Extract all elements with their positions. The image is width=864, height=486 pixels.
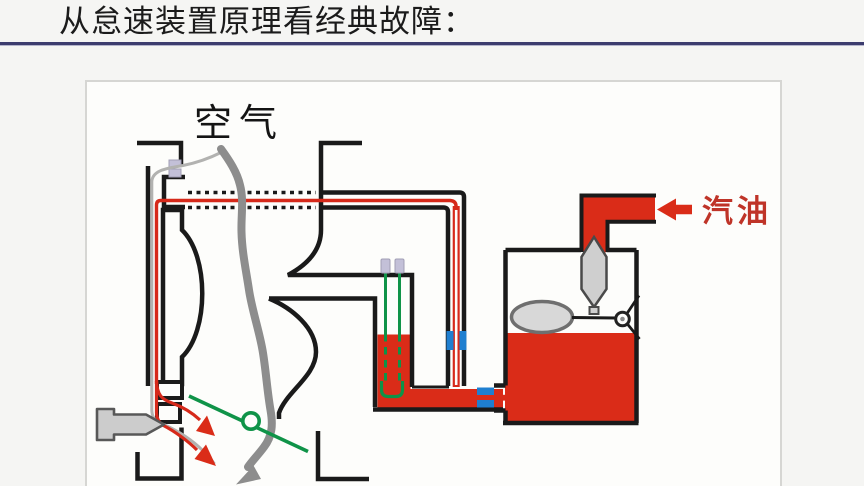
idle-bypass-port [155, 402, 182, 424]
outlet-jet-fuel [494, 394, 507, 401]
throttle-valve [188, 394, 309, 454]
inlet-pipe-outline-top [579, 193, 656, 252]
throttle-body-right-wall [315, 431, 369, 482]
air-flow-path [217, 145, 276, 471]
slide-title: 从怠速装置原理看经典故障： [59, 4, 475, 39]
title-rule [0, 42, 864, 45]
jets [446, 331, 494, 408]
float-chamber-walls [503, 247, 639, 426]
idle-passage-inner-wall [323, 205, 451, 386]
float-chamber-left-wall [494, 250, 508, 423]
idle-fuel-line-main [154, 198, 458, 384]
fuel-arrow-icon [657, 198, 692, 221]
discharge-arrow-lower-head [194, 444, 216, 466]
idle-ports [155, 380, 184, 424]
venturi-left-wall [160, 207, 205, 387]
discharge-arrow-upper-head [196, 415, 215, 436]
title-rule-highlight [0, 45, 864, 46]
inlet-pipe-outline-bottom [605, 219, 656, 252]
venturi-right-lower-wall [268, 296, 319, 419]
air-flow-arrowhead [236, 465, 261, 485]
float-pivot-pin [620, 316, 625, 322]
discharge-arrow-upper-path [154, 380, 202, 422]
throttle-body-left-wall [135, 427, 184, 481]
pivot-bracket [625, 294, 641, 340]
idle-tube [379, 258, 405, 399]
idle-fuel-line [154, 198, 460, 387]
air-horn-right-wall [286, 140, 415, 387]
idle-tube-cap-left [380, 258, 391, 274]
well-fuel [377, 334, 503, 408]
throttle-shaft [241, 410, 262, 431]
outlet-jet-upper [477, 387, 494, 395]
idle-mixture-screw [95, 407, 166, 442]
main-jet-left [446, 331, 454, 350]
outlet-jet-lower [477, 400, 494, 408]
nozzle-channel-lower-wall [269, 296, 378, 407]
carburetor-body-walls [135, 140, 503, 482]
float-chamber [494, 193, 656, 426]
idle-tube-cap-right [394, 258, 405, 274]
idle-passage-outer-wall [323, 190, 467, 386]
air-bleed-connector-lower [168, 168, 182, 178]
float-arm [571, 316, 617, 320]
float-chamber-fuel [505, 333, 636, 423]
fuel-label: 汽油 [702, 194, 772, 229]
fuel-inlet-pipe [583, 197, 655, 253]
fuel-pools [377, 333, 636, 423]
air-flow [217, 145, 276, 485]
needle-valve-tip [588, 306, 600, 315]
main-jet-right [459, 331, 467, 350]
idle-tube-bottom [379, 381, 405, 399]
fuel-inlet-annotation: 汽油 [657, 194, 772, 229]
air-horn-left-flange [137, 140, 184, 166]
float [509, 299, 575, 335]
air-label: 空气 [194, 103, 284, 145]
